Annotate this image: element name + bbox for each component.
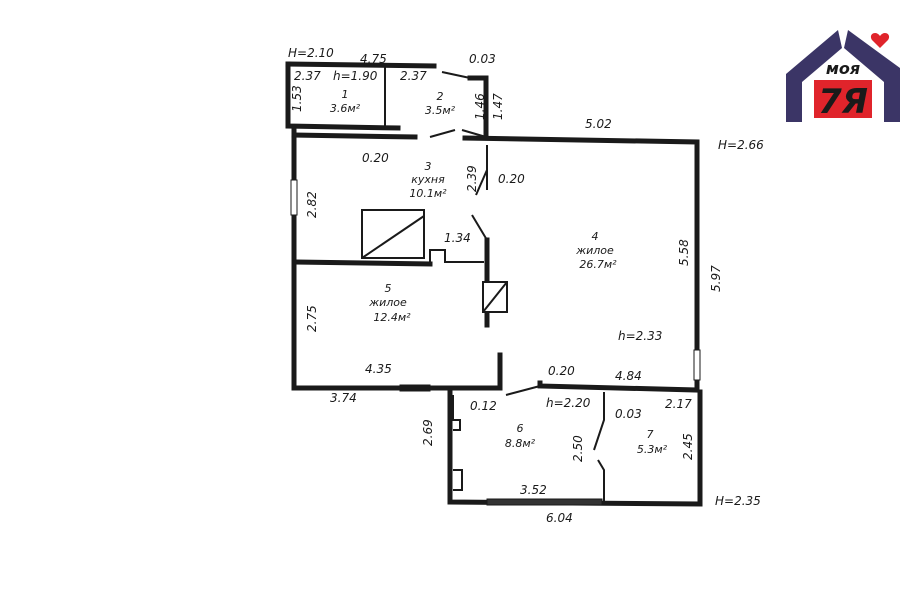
dim-label: 0.12: [470, 399, 497, 413]
dim-label: 4.84: [615, 369, 642, 383]
svg-text:7Я: 7Я: [818, 82, 868, 122]
dim-label: 0.20: [362, 151, 389, 165]
room-7-area: 5.3м²: [637, 443, 668, 456]
room-3-name: кухня: [411, 173, 445, 186]
room-6-number: 6: [517, 422, 524, 435]
room-2-number: 2: [437, 90, 444, 103]
dim-label: 2.50: [571, 435, 585, 462]
room-2-area: 3.5м²: [425, 104, 456, 117]
room-5-number: 5: [385, 282, 392, 295]
dim-label: 2.69: [421, 419, 435, 446]
dim-label: 5.97: [709, 265, 723, 292]
height-labels: H=2.10 h=1.90 H=2.66 h=2.33 h=2.20 H=2.3…: [288, 46, 764, 508]
dim-label: 6.04: [546, 511, 573, 525]
dimension-labels: 4.75 0.03 2.37 2.37 1.53 1.46 1.47 0.20 …: [290, 52, 723, 525]
dim-label: 0.03: [615, 407, 642, 421]
dim-label: 2.37: [400, 69, 427, 83]
dim-label: 2.37: [294, 69, 321, 83]
height-annex: H=2.35: [715, 494, 761, 508]
dim-label: 1.47: [491, 93, 505, 120]
dim-label: 3.52: [520, 483, 547, 497]
dim-label: 0.20: [498, 172, 525, 186]
dim-label: 0.03: [469, 52, 496, 66]
room-5-area: 12.4м²: [373, 311, 411, 324]
room-4-number: 4: [592, 230, 599, 243]
dim-label: 2.45: [681, 433, 695, 460]
room-1-area: 3.6м²: [330, 102, 361, 115]
moya-7ya-logo: моя 7Я: [780, 22, 906, 128]
dim-label: 1.34: [444, 231, 471, 245]
dim-label: 5.02: [585, 117, 612, 131]
room-3-area: 10.1м²: [409, 187, 447, 200]
walls: [285, 61, 703, 507]
dim-label: 1.53: [290, 85, 304, 112]
dim-label: 3.74: [330, 391, 357, 405]
dim-label: 4.35: [365, 362, 392, 376]
dim-label: 2.82: [305, 191, 319, 218]
height-main: H=2.66: [718, 138, 764, 152]
dim-label: 1.46: [473, 93, 487, 120]
height-porch: H=2.10: [288, 46, 334, 60]
heart-icon: [870, 33, 890, 48]
house-hands-icon: моя 7Я: [786, 30, 900, 122]
dim-label: 4.75: [360, 52, 387, 66]
room-labels: 1 3.6м² 2 3.5м² 3 кухня 10.1м² 4 жилое 2…: [330, 88, 668, 456]
height-room-4: h=2.33: [618, 329, 662, 343]
room-7-number: 7: [647, 428, 654, 441]
dim-label: 5.58: [677, 239, 691, 266]
room-3-number: 3: [425, 160, 432, 173]
height-room-1: h=1.90: [333, 69, 378, 83]
dim-label: 2.17: [665, 397, 692, 411]
room-4-name: жилое: [575, 244, 614, 257]
dim-label: 2.39: [465, 165, 479, 192]
room-1-number: 1: [342, 88, 349, 101]
height-room-6: h=2.20: [546, 396, 591, 410]
room-4-area: 26.7м²: [579, 258, 617, 271]
svg-text:моя: моя: [826, 59, 860, 78]
dim-label: 2.75: [305, 305, 319, 332]
dim-label: 0.20: [548, 364, 575, 378]
room-5-name: жилое: [368, 296, 407, 309]
room-6-area: 8.8м²: [505, 437, 536, 450]
